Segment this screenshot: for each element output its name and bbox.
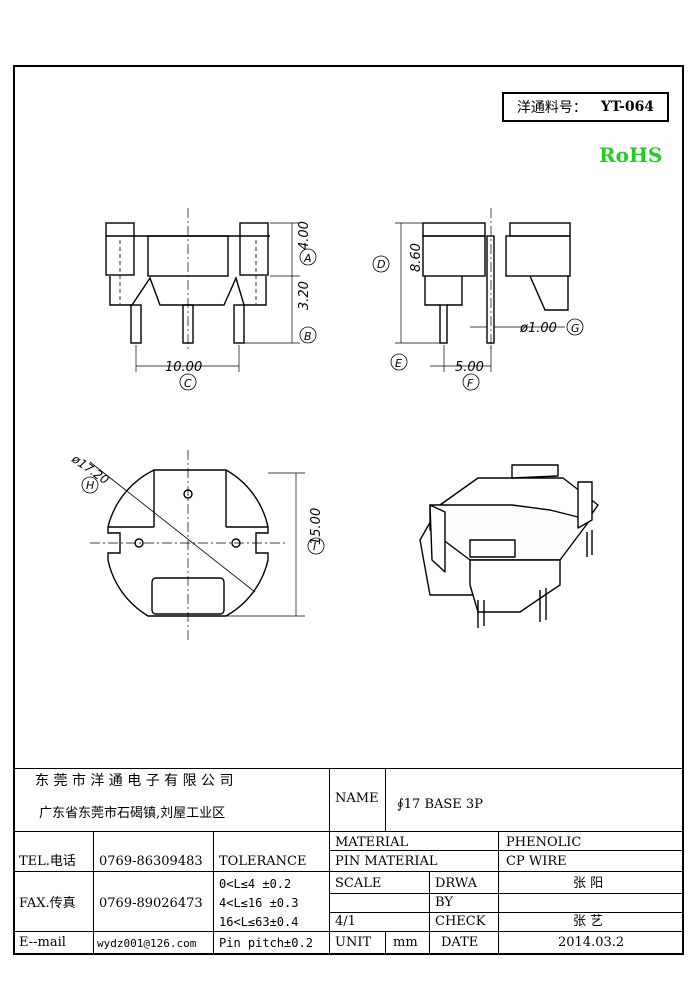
pin-material-label: PIN MATERIAL — [335, 854, 438, 869]
email-value: wydz001@126.com — [97, 937, 197, 950]
part-number-label: 洋通料号： — [516, 100, 587, 116]
side-view — [372, 208, 584, 391]
tel-label: TEL.电话 — [19, 854, 76, 869]
tolerance-row-3: 16<L≤63±0.4 — [219, 915, 299, 929]
drawn-by-label-2: BY — [435, 895, 453, 910]
material-label: MATERIAL — [335, 835, 409, 850]
part-number-box: 洋通料号： YT-064 — [502, 92, 669, 122]
drawing-sheet-border — [13, 65, 684, 955]
label-f: F — [467, 377, 474, 390]
pin-material-value: CP WIRE — [506, 854, 567, 869]
label-e: E — [395, 357, 402, 370]
rohs-mark: RoHS — [599, 143, 663, 167]
material-value: PHENOLIC — [506, 835, 582, 850]
check-value: 张 艺 — [573, 914, 604, 929]
part-number-value: YT-064 — [600, 99, 655, 115]
dim-i-text: 15.00 — [309, 508, 324, 545]
label-b: B — [304, 330, 312, 343]
email-label: E--mail — [19, 935, 66, 950]
dim-f-text: 5.00 — [455, 360, 484, 375]
date-value: 2014.03.2 — [558, 935, 625, 950]
dim-d-text: 8.60 — [409, 243, 424, 272]
label-i: I — [313, 540, 316, 553]
dim-c-text: 10.00 — [165, 360, 202, 375]
dim-a-text: 4.00 — [297, 221, 312, 250]
title-block: 东 莞 市 洋 通 电 子 有 限 公 司 广东省东莞市石碣镇,刘屋工业区 NA… — [13, 768, 684, 955]
label-d: D — [377, 258, 385, 271]
tolerance-label: TOLERANCE — [219, 854, 307, 869]
unit-value: mm — [393, 935, 418, 950]
company-name: 东 莞 市 洋 通 电 子 有 限 公 司 — [35, 773, 234, 789]
tolerance-row-1: 0<L≤4 ±0.2 — [219, 877, 292, 891]
label-h: H — [86, 479, 94, 492]
dim-b-text: 3.20 — [297, 281, 312, 310]
tolerance-row-4: Pin pitch±0.2 — [219, 936, 313, 950]
company-address: 广东省东莞市石碣镇,刘屋工业区 — [39, 806, 226, 821]
front-view — [105, 208, 317, 391]
label-a: A — [303, 252, 312, 265]
fax-label: FAX.传真 — [19, 896, 76, 911]
check-label: CHECK — [435, 914, 486, 929]
scale-label: SCALE — [335, 876, 382, 891]
label-c: C — [184, 377, 192, 390]
drawn-by-value: 张 阳 — [573, 876, 604, 891]
name-value: ∮17 BASE 3P — [397, 797, 483, 812]
unit-label: UNIT — [335, 935, 372, 950]
isometric-view — [419, 464, 599, 628]
dim-g-text: ø1.00 — [519, 321, 557, 336]
tolerance-row-2: 4<L≤16 ±0.3 — [219, 896, 299, 910]
drawn-by-label-1: DRWA — [435, 876, 478, 891]
label-g: G — [571, 322, 580, 335]
tel-value: 0769-86309483 — [99, 854, 203, 869]
date-label: DATE — [441, 935, 479, 950]
name-label: NAME — [335, 791, 379, 806]
top-view — [81, 450, 325, 640]
scale-value: 4/1 — [335, 914, 356, 929]
fax-value: 0769-89026473 — [99, 896, 203, 911]
